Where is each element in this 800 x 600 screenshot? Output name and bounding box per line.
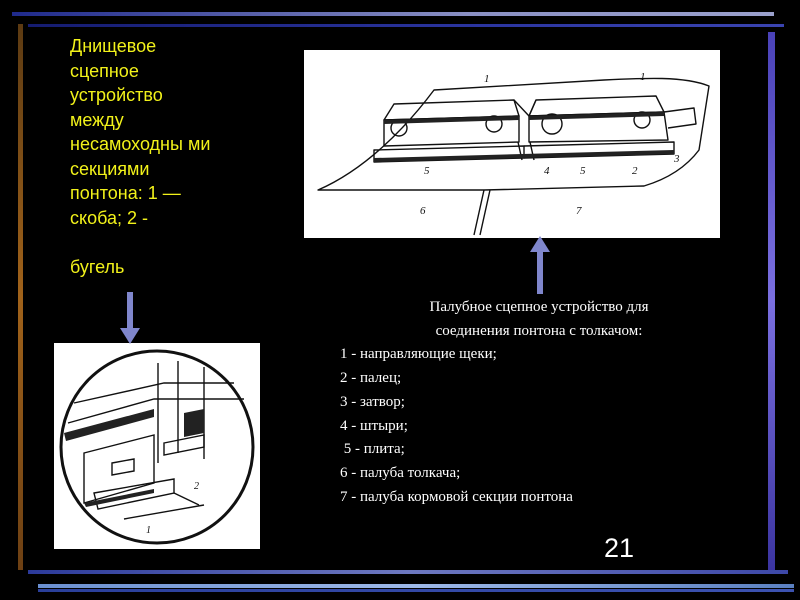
bottom-decor-line — [28, 570, 788, 574]
top-decor-line — [12, 12, 774, 16]
figure-label: 1 — [484, 73, 490, 85]
figure-label: 7 — [576, 205, 582, 217]
deck-coupling-caption: Палубное сцепное устройство для соединен… — [334, 296, 754, 509]
bottom-coupling-drawing: 1 2 — [54, 343, 260, 549]
figure-label: 5 — [580, 165, 586, 177]
figure-label: 5 — [424, 165, 430, 177]
legend-item: 6 - палуба толкача; — [340, 464, 461, 481]
right-decor-bar — [768, 32, 775, 570]
deck-coupling-drawing: 1 1 2 3 4 5 5 6 7 — [304, 50, 720, 238]
left-decor-bar — [18, 24, 23, 570]
figure-label: 1 — [146, 525, 151, 536]
legend-item: 7 - палуба кормовой секции понтона — [340, 488, 573, 505]
figure-label: 4 — [544, 165, 550, 177]
caption-title-line: соединения понтона с толкачом: — [435, 322, 643, 339]
legend-item: 2 - палец; — [340, 370, 402, 387]
legend-item: 1 - направляющие щеки; — [340, 346, 497, 363]
figure-label: 2 — [194, 481, 199, 492]
legend-item: 3 - затвор; — [340, 393, 405, 410]
figure-label: 2 — [632, 165, 638, 177]
figure-label: 1 — [640, 71, 646, 83]
figure-label: 3 — [673, 153, 680, 165]
caption-title-line: Палубное сцепное устройство для — [429, 299, 649, 315]
top-decor-line-inner — [28, 24, 784, 27]
bottom-coupling-caption: Днищевое сцепное устройство между несамо… — [70, 36, 211, 277]
page-number: 21 — [604, 533, 635, 563]
arrow-up-icon — [530, 236, 550, 294]
figure-label: 6 — [420, 205, 426, 217]
legend-item: 5 - плита; — [340, 441, 405, 458]
arrow-down-icon — [120, 292, 140, 344]
legend-item: 4 - штыри; — [340, 417, 408, 434]
bottom-decor-line-light — [38, 584, 794, 588]
bottom-decor-line-dark — [38, 589, 794, 592]
